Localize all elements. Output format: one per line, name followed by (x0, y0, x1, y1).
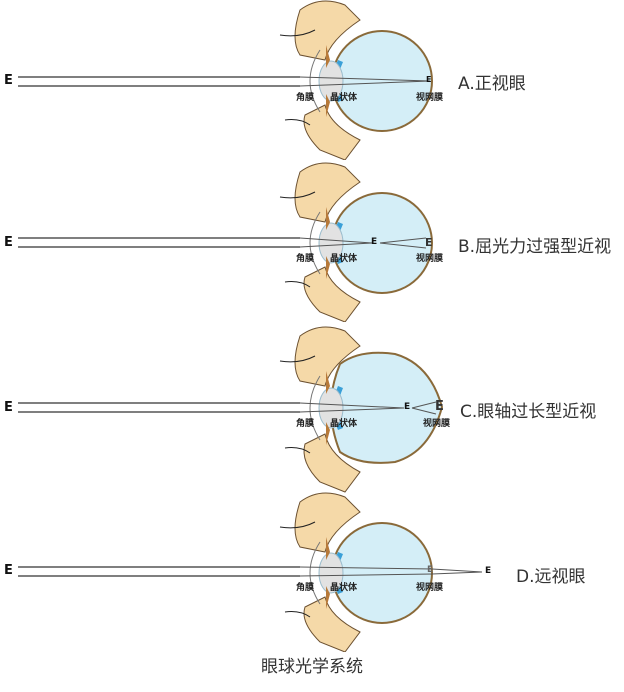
eye-diagram-b (18, 162, 433, 322)
lens-label: 晶状体 (330, 93, 358, 103)
object-e-symbol: E (4, 73, 13, 88)
case-label-c: C.眼轴过长型近视 (460, 402, 597, 422)
object-e-symbol: E (4, 400, 13, 415)
cornea-label: 角膜 (296, 419, 315, 429)
lens-label: 晶状体 (330, 419, 358, 429)
panel-c-axial-myopia: E E E 角膜 晶状体 视网膜 C.眼轴过长型近视 (0, 324, 624, 494)
retina-label: 视网膜 (416, 254, 444, 264)
case-label-b: B.屈光力过强型近视 (458, 237, 612, 257)
retina-label: 视网膜 (423, 419, 451, 429)
case-label-d: D.远视眼 (516, 567, 586, 587)
panel-b-refractive-myopia: E E E 角膜 晶状体 视网膜 B.屈光力过强型近视 (0, 162, 624, 322)
eye-diagram-a (18, 0, 433, 160)
retina-blurred-e-symbol: E (427, 565, 434, 575)
cornea-label: 角膜 (296, 583, 315, 593)
panel-d-hyperopia: E E E 角膜 晶状体 视网膜 D.远视眼 (0, 492, 624, 652)
image-e-symbol: E (426, 75, 432, 84)
cornea-label: 角膜 (296, 93, 315, 103)
retina-label: 视网膜 (416, 93, 444, 103)
object-e-symbol: E (4, 563, 13, 578)
case-label-a: A.正视眼 (458, 74, 526, 94)
retina-blurred-e-symbol: E (435, 399, 444, 414)
focal-point-e-symbol: E (371, 237, 378, 247)
retina-blurred-e-symbol: E (425, 236, 433, 249)
lens-label: 晶状体 (330, 583, 358, 593)
focal-point-e-symbol: E (485, 566, 492, 576)
eye-diagram-c (18, 326, 444, 493)
focal-point-e-symbol: E (404, 402, 411, 412)
panel-a-emmetropia: E E 角膜 晶状体 视网膜 A.正视眼 (0, 0, 624, 160)
retina-label: 视网膜 (416, 583, 444, 593)
figure-caption: 眼球光学系统 (261, 657, 363, 677)
cornea-label: 角膜 (296, 254, 315, 264)
lens-label: 晶状体 (330, 254, 358, 264)
object-e-symbol: E (4, 235, 13, 250)
eye-diagram-d (18, 492, 483, 652)
